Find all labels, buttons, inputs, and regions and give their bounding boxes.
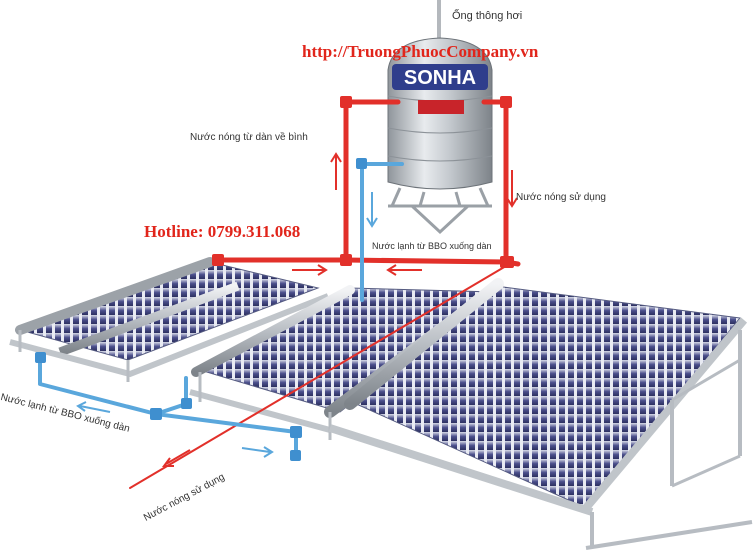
arrow-hot-down xyxy=(506,170,518,208)
label-vent-pipe: Ống thông hơi xyxy=(452,10,523,22)
tank-brand-text: SONHA xyxy=(404,67,476,89)
solar-panel-right xyxy=(328,278,753,550)
arrow-hot-diagonal xyxy=(162,449,191,467)
arrow-cold-down xyxy=(366,192,378,228)
storage-tank: SONHA xyxy=(387,37,493,235)
label-hot-usage-right: Nước nóng sử dụng xyxy=(516,192,606,203)
website-url: http://TruongPhuocCompany.vn xyxy=(302,42,539,61)
arrow-hot-up xyxy=(330,152,342,190)
hot-pipe-joints xyxy=(212,96,514,268)
solar-panel-left xyxy=(9,257,330,382)
label-hot-to-tank: Nước nóng từ dàn về bình xyxy=(190,132,308,143)
arrow-hot-right xyxy=(292,264,328,276)
flow-arrows xyxy=(76,152,518,467)
vent-pipe xyxy=(437,0,441,40)
arrow-hot-left xyxy=(386,264,422,276)
label-cold-to-panels-top: Nước lạnh từ BBO xuống dàn xyxy=(372,241,492,251)
cold-pipe-joints xyxy=(35,158,367,461)
tank-sticker xyxy=(418,100,464,114)
hotline-text: Hotline: 0799.311.068 xyxy=(144,222,301,241)
arrow-cold-right xyxy=(241,446,274,458)
arrow-cold-left xyxy=(76,401,111,413)
